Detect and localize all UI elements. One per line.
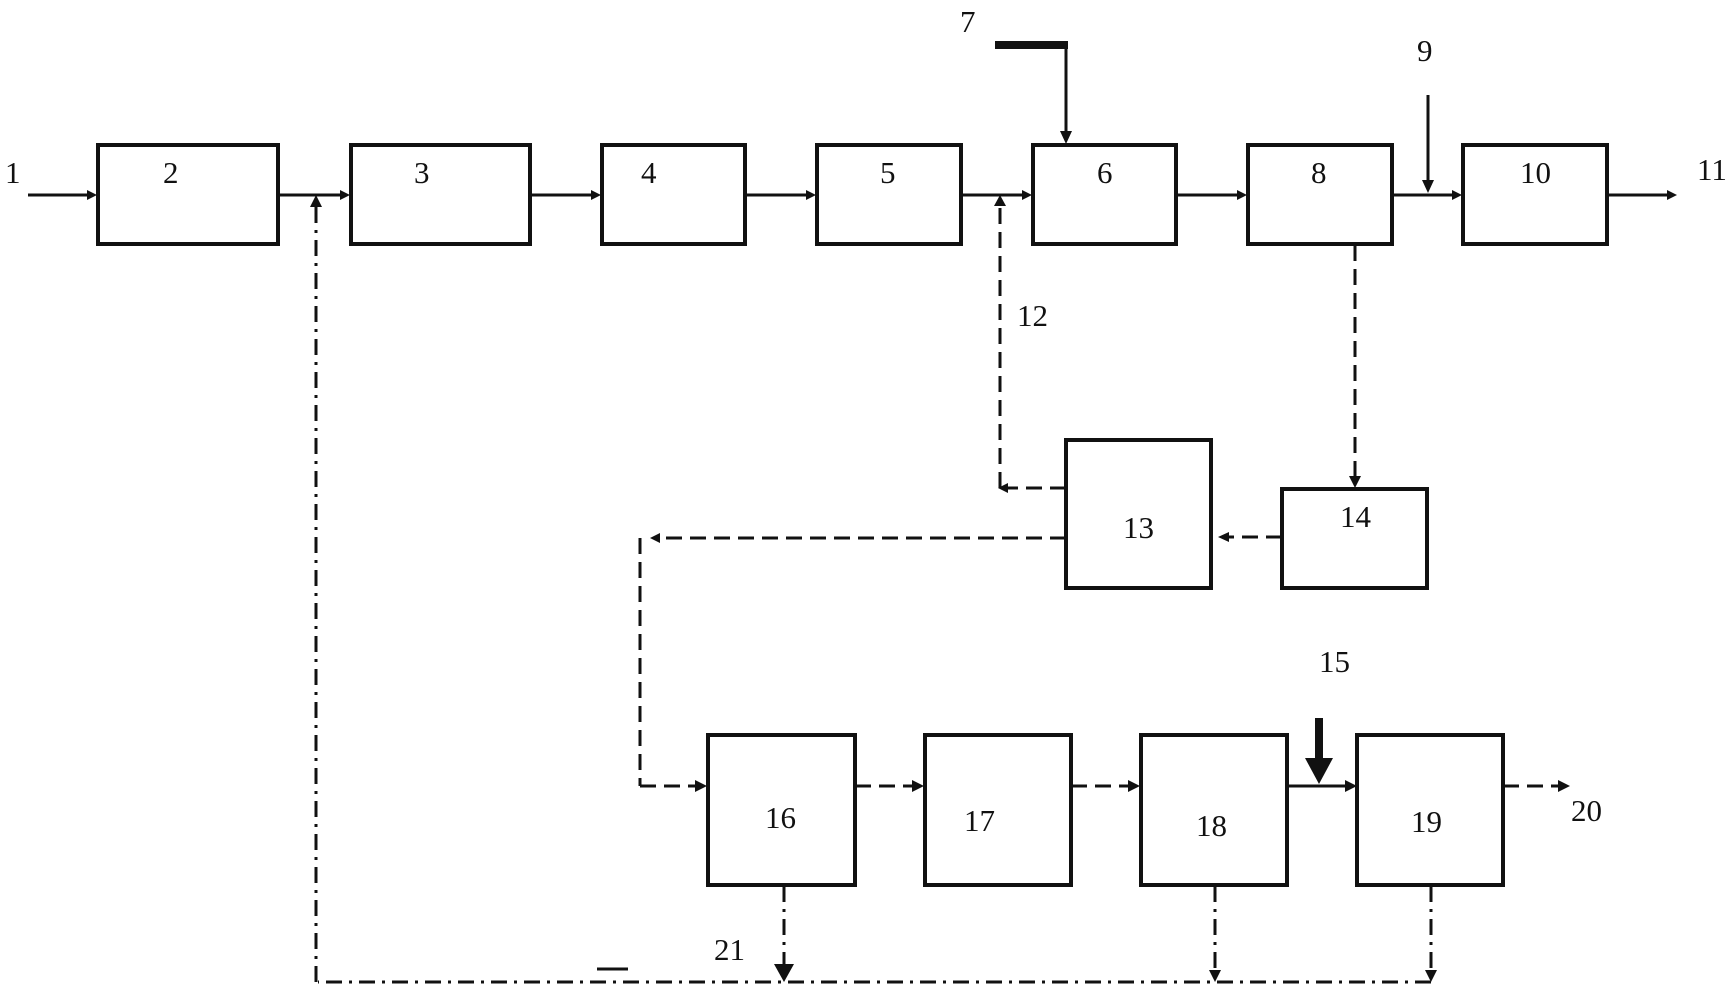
box-2-label: 2 bbox=[163, 155, 179, 190]
stream-9-label: 9 bbox=[1417, 33, 1433, 68]
stream-15-label: 15 bbox=[1319, 644, 1350, 679]
stream-labels: 1 7 9 11 12 15 20 21 bbox=[5, 4, 1727, 967]
box-14-label: 14 bbox=[1340, 499, 1372, 534]
stream-7-label: 7 bbox=[960, 4, 976, 39]
box-8-label: 8 bbox=[1311, 155, 1327, 190]
box-4 bbox=[600, 143, 747, 246]
box-13 bbox=[1064, 438, 1213, 590]
box-16 bbox=[706, 733, 857, 887]
stream-1-label: 1 bbox=[5, 155, 21, 190]
box-6-label: 6 bbox=[1097, 155, 1113, 190]
main-flow-lines bbox=[28, 190, 1677, 200]
box-3 bbox=[349, 143, 532, 246]
box-8 bbox=[1246, 143, 1394, 246]
box-6 bbox=[1031, 143, 1178, 246]
input-9-line bbox=[1422, 95, 1434, 193]
box-2 bbox=[96, 143, 280, 246]
dashed-flow-lines bbox=[638, 195, 1570, 792]
input-15-arrow bbox=[1305, 718, 1333, 784]
stream-11-label: 11 bbox=[1697, 152, 1727, 187]
box-13-label: 13 bbox=[1123, 510, 1154, 545]
stream-12-label: 12 bbox=[1017, 298, 1048, 333]
box-19-label: 19 bbox=[1411, 804, 1442, 839]
box-17 bbox=[923, 733, 1073, 887]
box-10-label: 10 bbox=[1520, 155, 1551, 190]
box-3-label: 3 bbox=[414, 155, 430, 190]
box-10 bbox=[1461, 143, 1609, 246]
box-19 bbox=[1355, 733, 1505, 887]
process-boxes bbox=[96, 143, 1609, 887]
box-18 bbox=[1139, 733, 1289, 887]
box-14 bbox=[1280, 487, 1429, 590]
box-5 bbox=[815, 143, 963, 246]
box-18-label: 18 bbox=[1196, 808, 1227, 843]
dashdot-return-lines bbox=[310, 195, 1437, 984]
box-labels: 2 3 4 5 6 8 10 13 14 16 17 18 19 bbox=[163, 155, 1551, 843]
stream-20-label: 20 bbox=[1571, 793, 1602, 828]
box-4-label: 4 bbox=[641, 155, 657, 190]
box-16-label: 16 bbox=[765, 800, 796, 835]
box-5-label: 5 bbox=[880, 155, 896, 190]
stream-21-label: 21 bbox=[714, 932, 745, 967]
box-17-label: 17 bbox=[964, 803, 995, 838]
input-7-line bbox=[995, 41, 1072, 144]
